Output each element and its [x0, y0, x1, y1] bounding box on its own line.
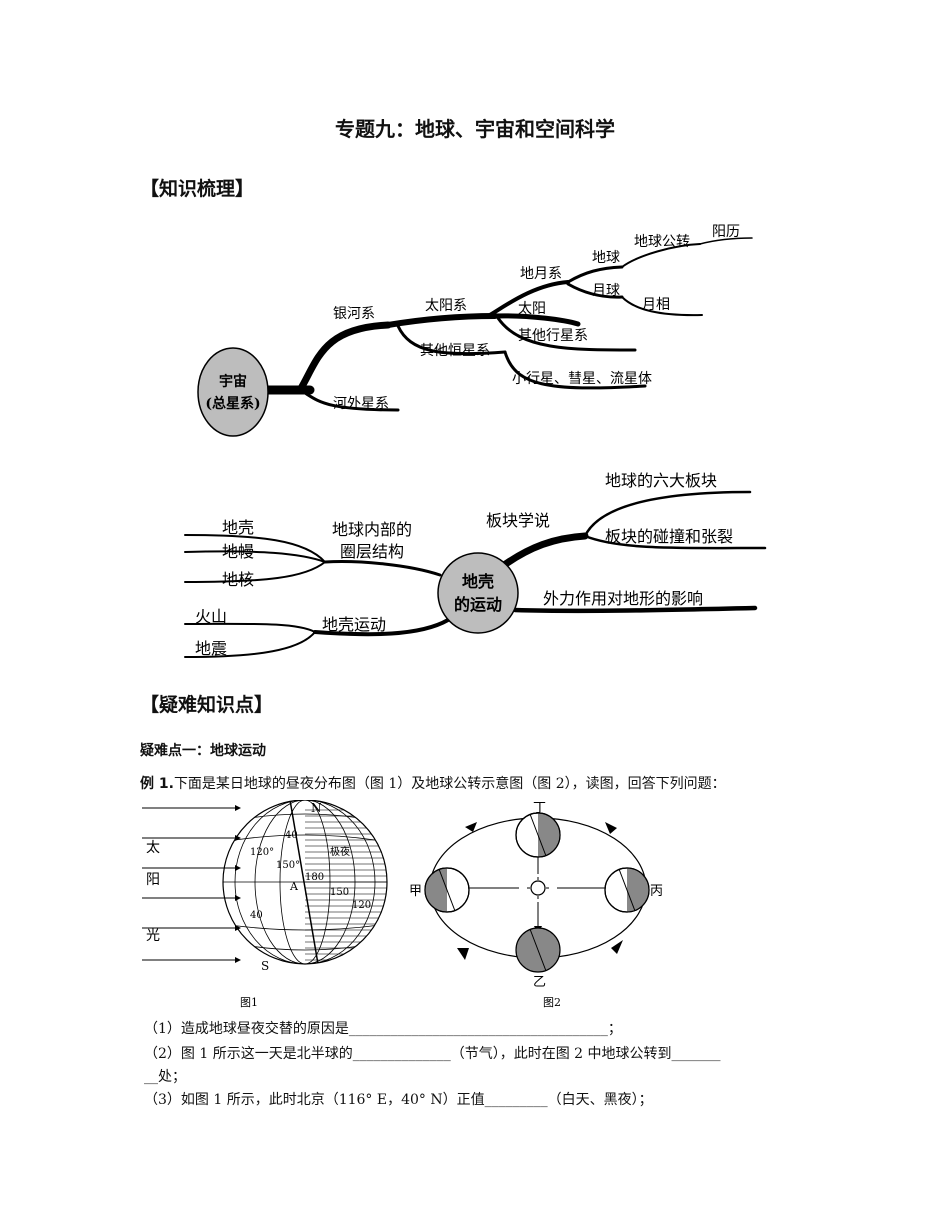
figure-1-day-night: 太 阳 光 N S 40 120° 150°: [142, 800, 388, 1009]
position-label-top: 丁: [533, 801, 546, 816]
crust-movement-mind-map: 地壳 的运动 地球内部的 圈层结构 地壳 地幔 地核 地壳运动 火山 地震 板块…: [184, 471, 767, 658]
question-3: （3）如图 1 所示，此时北京（116° E，40° N）正值_________…: [144, 1092, 653, 1108]
node-collision: 板块的碰撞和张裂: [605, 527, 733, 546]
node-plate: 板块学说: [486, 511, 550, 530]
node-external: 外力作用对地形的影响: [543, 589, 703, 608]
lat-label-40-bottom: 40: [250, 910, 263, 921]
figure-2-orbit: 丁 甲 丙 乙 图2: [409, 801, 663, 1009]
earth-position-right: [604, 867, 650, 913]
node-other-star: 其他恒星系: [420, 343, 490, 359]
crust-center-line1: 地壳: [462, 572, 494, 591]
node-interior-line1: 地球内部的: [332, 520, 412, 539]
south-pole-label: S: [261, 959, 269, 973]
node-quake: 地震: [195, 639, 227, 658]
polar-night-label: 极夜: [330, 845, 350, 858]
lat-label-40-top: 40: [285, 830, 298, 841]
node-galaxy: 银河系: [333, 306, 375, 322]
question-1: （1）造成地球昼夜交替的原因是_________________________…: [144, 1021, 622, 1037]
universe-center-line2: (总星系): [205, 395, 260, 412]
node-moon: 月球: [592, 283, 620, 299]
example-1: 例 1.下面是某日地球的昼夜分布图（图 1）及地球公转示意图（图 2），读图，回…: [140, 773, 726, 793]
lon-label-120-right: 120: [352, 900, 371, 911]
question-2-continued: __处；: [144, 1069, 186, 1085]
node-crust: 地壳: [222, 518, 254, 537]
sunlight-char-1: 太: [146, 840, 160, 856]
node-sun: 太阳: [518, 301, 546, 317]
section-knowledge-heading: 【知识梳理】: [140, 178, 255, 200]
universe-mind-map: 宇宙 (总星系) 银河系 河外星系 太阳系 其他恒星系 地月系 太阳 其他行星系…: [197, 224, 753, 437]
position-label-left: 甲: [409, 884, 422, 899]
node-interior-line2: 圈层结构: [340, 542, 404, 561]
node-six-plates: 地球的六大板块: [605, 471, 717, 490]
earth-position-left: [424, 867, 470, 913]
figure-1-caption: 图1: [240, 996, 258, 1009]
earth-position-bottom: [515, 927, 561, 973]
example-text: 下面是某日地球的昼夜分布图（图 1）及地球公转示意图（图 2），读图，回答下列问…: [173, 776, 726, 792]
north-pole-label: N: [311, 801, 322, 815]
node-solar-calendar: 阳历: [712, 224, 740, 240]
earth-position-top: [515, 812, 561, 858]
node-outer-galaxy: 河外星系: [333, 396, 389, 412]
point-a-label: A: [289, 880, 299, 893]
sunlight-char-3: 光: [146, 928, 160, 944]
page-title: 专题九：地球、宇宙和空间科学: [335, 117, 615, 141]
position-label-right: 丙: [650, 884, 663, 899]
node-core: 地核: [222, 570, 254, 589]
node-small-bodies: 小行星、彗星、流星体: [512, 371, 652, 387]
sunlight-char-2: 阳: [146, 872, 160, 888]
node-mantle: 地幔: [222, 542, 254, 561]
difficult-point-title: 疑难点一：地球运动: [140, 743, 266, 759]
figure-2-caption: 图2: [543, 996, 561, 1009]
node-solar-system: 太阳系: [425, 298, 467, 314]
example-label: 例 1.: [140, 776, 174, 792]
node-volcano: 火山: [195, 607, 227, 626]
node-other-planets: 其他行星系: [518, 328, 588, 344]
node-crust-move: 地壳运动: [322, 615, 386, 634]
lon-label-150-right: 150: [330, 887, 349, 898]
position-label-bottom: 乙: [533, 975, 546, 990]
crust-center-line2: 的运动: [454, 595, 502, 614]
node-earth-moon: 地月系: [520, 266, 562, 282]
lon-label-180: 180: [305, 872, 324, 883]
lon-label-120-left: 120°: [250, 847, 274, 858]
universe-center-line1: 宇宙: [219, 373, 247, 390]
node-earth: 地球: [592, 250, 620, 266]
lon-label-150-left: 150°: [276, 860, 300, 871]
node-earth-orbit: 地球公转: [634, 234, 690, 250]
node-moon-phase: 月相: [642, 297, 670, 313]
question-2: （2）图 1 所示这一天是北半球的______________（节气），此时在图…: [144, 1046, 721, 1062]
section-difficult-heading: 【疑难知识点】: [140, 694, 274, 716]
